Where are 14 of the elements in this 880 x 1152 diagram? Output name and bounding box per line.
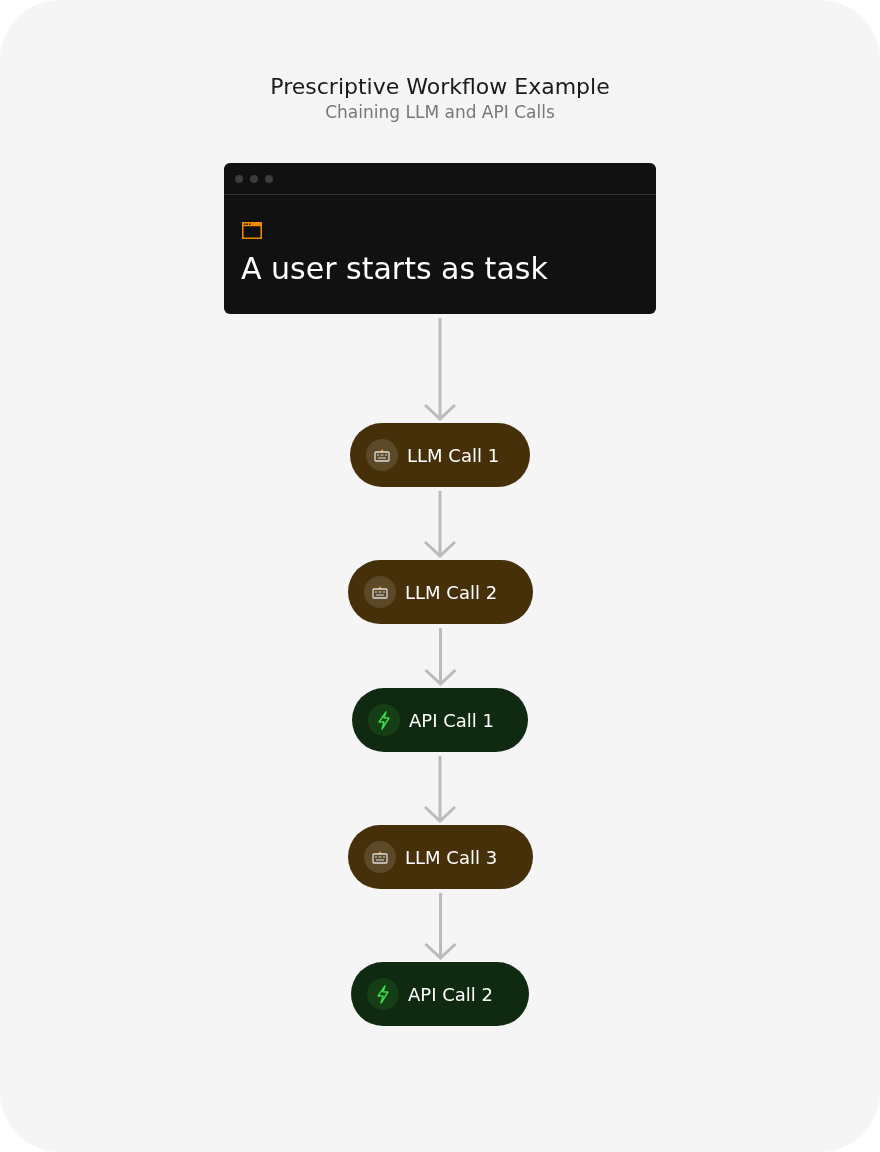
- step-label: LLM Call 3: [405, 846, 498, 868]
- arrow: [424, 628, 457, 686]
- step-label: API Call 2: [408, 983, 493, 1005]
- subtitle: Chaining LLM and API Calls: [325, 102, 555, 122]
- window-card: [224, 163, 656, 314]
- arrow: [423, 756, 457, 823]
- diagram-title: Prescriptive Workflow Example: [270, 74, 610, 99]
- step-label: LLM Call 2: [405, 581, 498, 603]
- arrow: [424, 893, 457, 960]
- step-label: API Call 1: [409, 709, 494, 731]
- step-label: LLM Call 1: [407, 444, 500, 466]
- arrow: [423, 318, 457, 421]
- arrow: [423, 491, 457, 558]
- step-label: A user starts as task: [241, 251, 548, 286]
